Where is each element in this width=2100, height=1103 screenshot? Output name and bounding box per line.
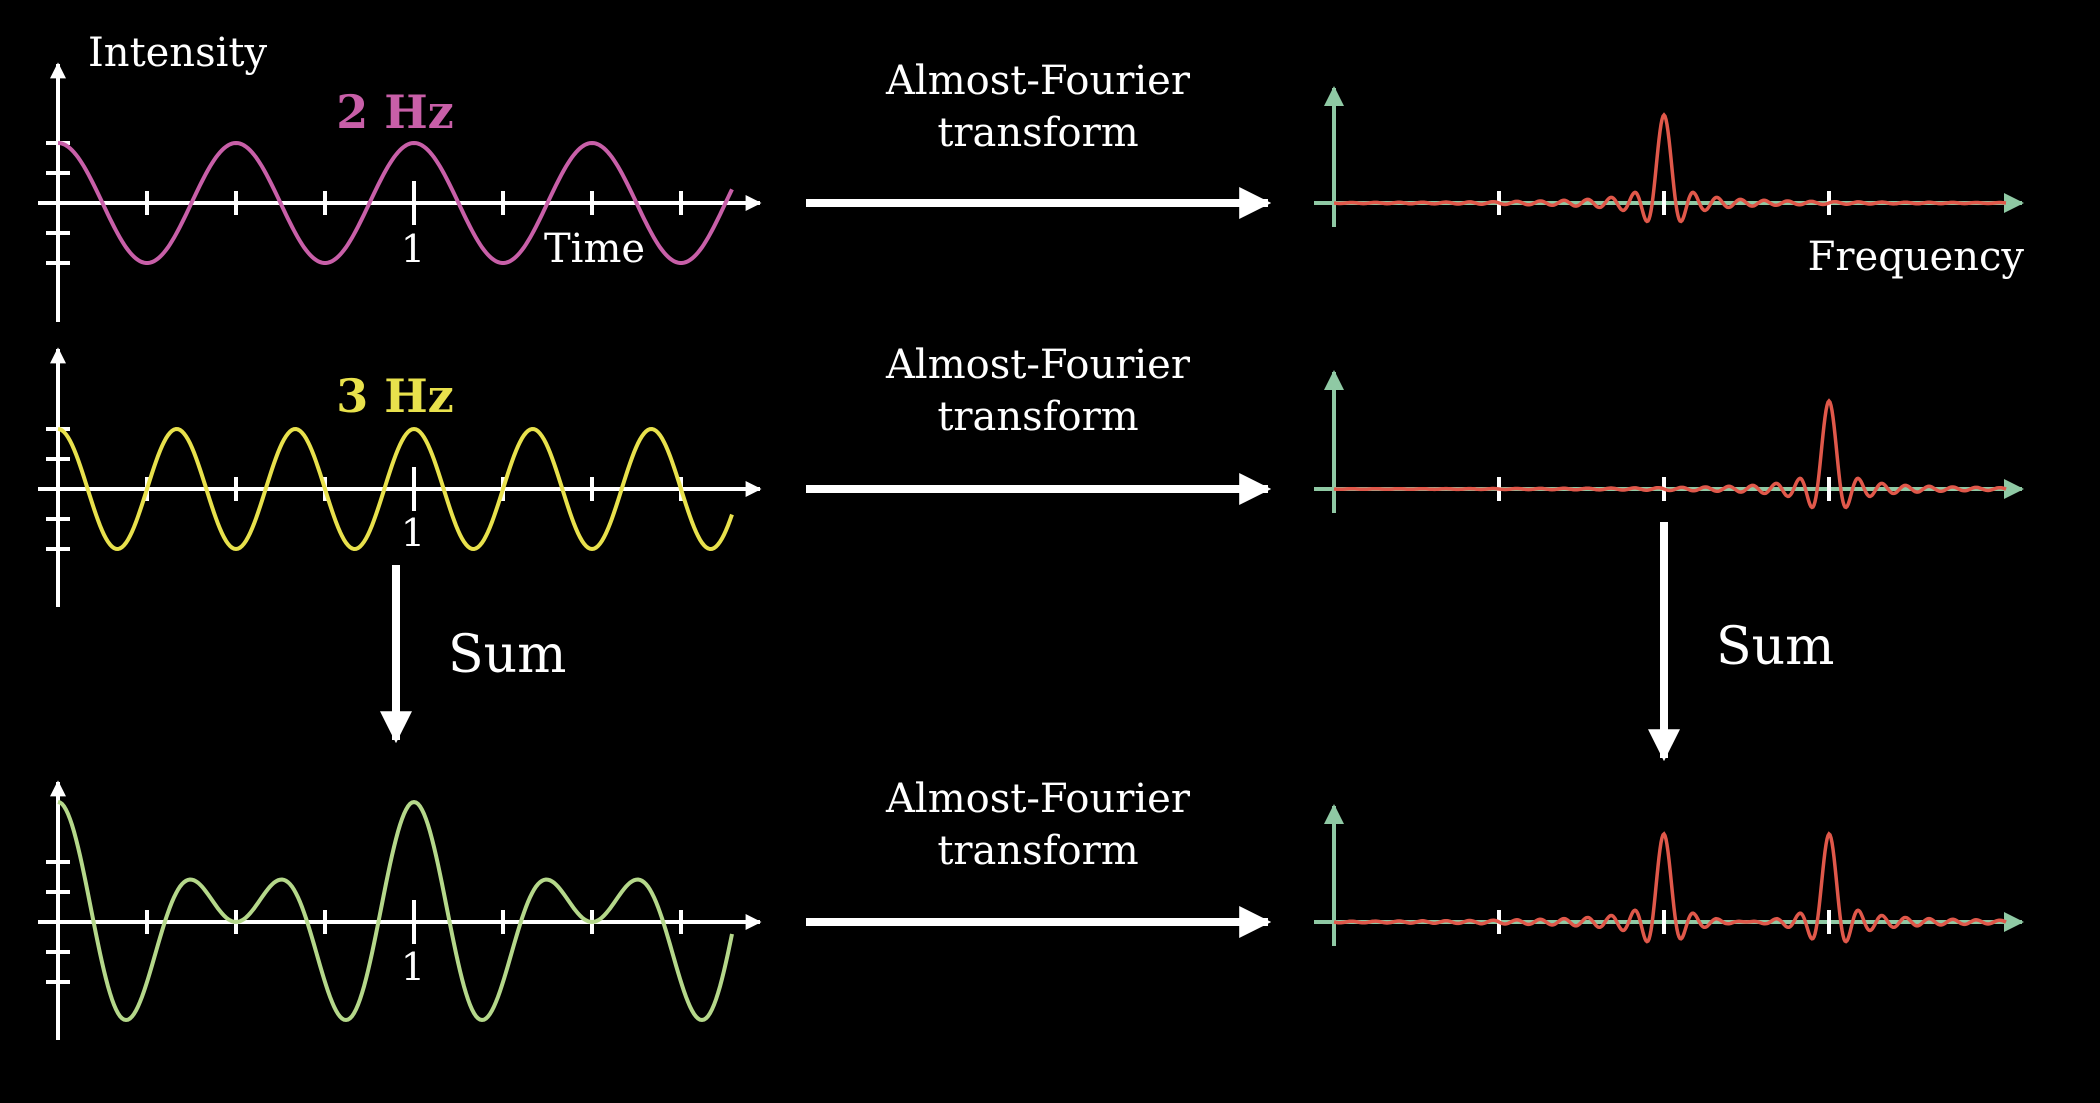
transform-label-line1: Almost-Fourier — [885, 58, 1191, 104]
freq-panel-2 — [1314, 370, 2024, 513]
sum-right: Sum — [1648, 522, 1834, 762]
time-axis-label: Time — [544, 226, 645, 272]
tick-label-1: 1 — [401, 945, 425, 989]
time-panel-1: Intensity 2 Hz Time 1 — [38, 30, 762, 322]
transform-row-2: Almost-Fourier transform — [806, 342, 1272, 505]
sum-left: Sum — [380, 565, 566, 744]
time-axes-1 — [38, 62, 762, 322]
time-axes-3 — [38, 780, 762, 1040]
tick-label-1: 1 — [401, 227, 425, 271]
freq-axes-1 — [1314, 86, 2024, 227]
sum-label-left: Sum — [448, 625, 566, 685]
transform-label-line2: transform — [937, 110, 1138, 156]
time-panel-3: 1 — [38, 780, 762, 1040]
time-panel-2: 3 Hz 1 — [38, 347, 762, 607]
transform-row-1: Almost-Fourier transform — [806, 58, 1272, 219]
transform-label-line2: transform — [937, 394, 1138, 440]
transform-label-line1: Almost-Fourier — [885, 776, 1191, 822]
freq-panel-1: Frequency — [1314, 86, 2025, 280]
tick-label-1: 1 — [401, 511, 425, 555]
intensity-axis-label: Intensity — [88, 30, 267, 76]
time-wave-2 — [57, 426, 734, 552]
transform-label-line2: transform — [937, 828, 1138, 874]
frequency-axis-label: Frequency — [1808, 234, 2025, 280]
time-wave-1 — [57, 140, 734, 265]
sum-label-right: Sum — [1716, 617, 1834, 677]
transform-row-3: Almost-Fourier transform — [806, 776, 1272, 938]
spectrum-curve-2 — [1333, 398, 2007, 510]
freq-panel-3 — [1314, 804, 2024, 946]
frequency-label-2hz: 2 Hz — [336, 85, 454, 139]
spectrum-curve-3 — [1333, 831, 2007, 944]
spectrum-curve-1 — [1333, 112, 2007, 224]
transform-label-line1: Almost-Fourier — [885, 342, 1191, 388]
frequency-label-3hz: 3 Hz — [336, 369, 454, 423]
time-wave-3 — [57, 799, 734, 1023]
